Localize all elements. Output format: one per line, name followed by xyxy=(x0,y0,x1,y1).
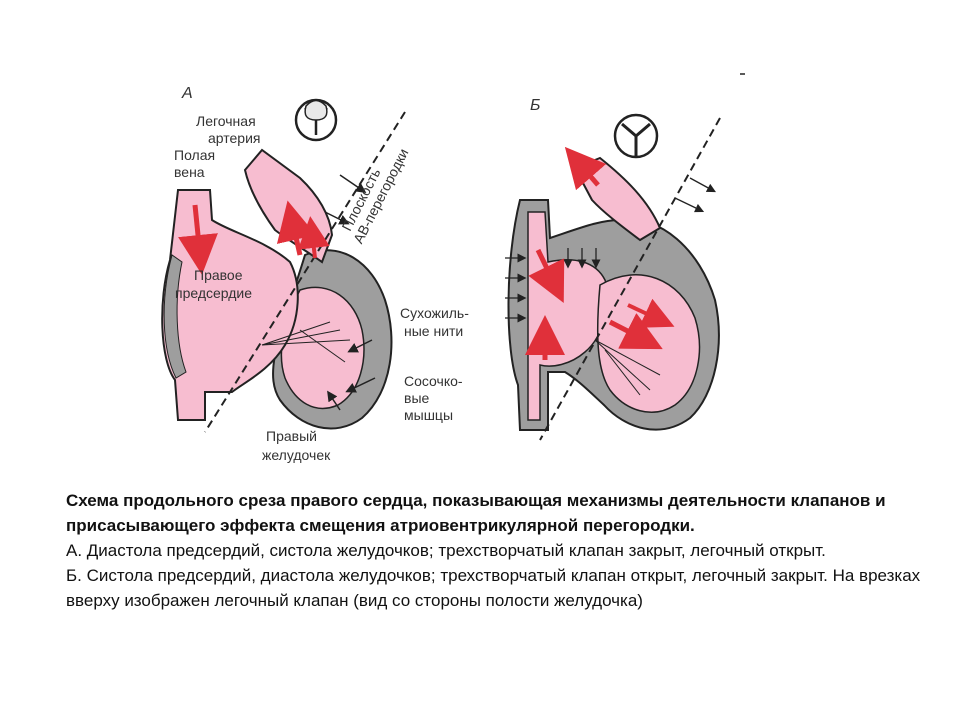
label-pulmonary-artery-2: артерия xyxy=(208,130,261,146)
pulmonary-valve-inset-b xyxy=(613,113,659,159)
pointer-arrow-2 xyxy=(324,211,350,225)
pulmonary-valve-inset-a xyxy=(294,98,338,142)
wall-pressure-arrows-b xyxy=(505,177,716,323)
flow-arrow-b-atrium-down xyxy=(528,248,565,303)
figure-caption: Схема продольного среза правого сердца, … xyxy=(66,488,946,613)
label-pulmonary-artery-1: Легочная xyxy=(196,113,256,129)
atrium-wall-strip xyxy=(163,254,187,379)
av-plane-line xyxy=(204,111,406,433)
chordae-tendineae xyxy=(261,321,351,363)
flow-arrow-b-ventricle xyxy=(608,313,663,350)
flow-arrow-b-artery xyxy=(564,146,607,191)
caption-title: Схема продольного среза правого сердца, … xyxy=(66,491,886,535)
pointer-arrow-5 xyxy=(327,390,341,411)
label-chordae-1: Сухожиль- xyxy=(400,305,469,321)
label-vena-2: вена xyxy=(174,164,205,180)
label-atrium-1: Правое xyxy=(194,267,243,283)
caption-line-b: Б. Систола предсердий, диастола желудочк… xyxy=(66,566,921,610)
label-av-plane: Плоскость АВ-перегородки xyxy=(338,146,411,246)
pointer-arrow-1 xyxy=(339,174,367,193)
panel-a-letter: А xyxy=(181,85,193,102)
panel-b-letter: Б xyxy=(530,97,540,114)
label-vena-1: Полая xyxy=(174,147,215,163)
flow-arrow-vena xyxy=(178,204,218,275)
heart-valve-diagram: А xyxy=(161,73,745,463)
av-plane-line-b xyxy=(539,117,721,441)
flow-arrow-artery-2 xyxy=(297,216,330,259)
panel-a: А xyxy=(161,85,469,463)
caption-line-a: А. Диастола предсердий, систола желудочк… xyxy=(66,541,826,560)
label-papillary-2: вые xyxy=(404,390,430,406)
label-papillary-1: Сосочко- xyxy=(404,373,463,389)
label-ventricle-2: желудочек xyxy=(262,447,331,463)
label-chordae-2: ные нити xyxy=(404,323,463,339)
chordae-tendineae-b xyxy=(594,339,661,396)
flow-arrow-b-ventricle-2 xyxy=(627,298,675,328)
panel-b: Б xyxy=(505,97,721,441)
pointer-arrow-3 xyxy=(347,339,373,353)
label-papillary-3: мышцы xyxy=(404,407,453,423)
pointer-arrow-4 xyxy=(345,377,376,393)
label-ventricle-1: Правый xyxy=(266,428,317,444)
label-atrium-2: предсердие xyxy=(175,285,252,301)
